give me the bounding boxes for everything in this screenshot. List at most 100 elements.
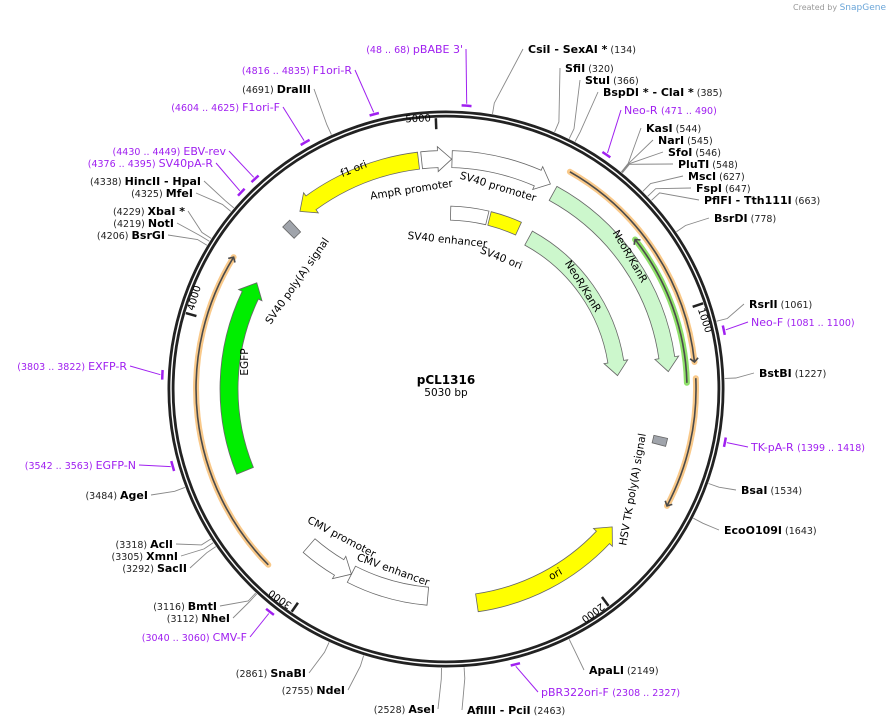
site-leader-line bbox=[568, 639, 585, 671]
site-leader-line bbox=[620, 127, 642, 173]
orf-arc bbox=[664, 375, 700, 509]
primer-mark bbox=[369, 111, 380, 117]
site-leader-line bbox=[574, 91, 599, 142]
feature-sv40-enhancer bbox=[449, 205, 490, 226]
primer-leader-line bbox=[354, 69, 375, 113]
feature-label-sv40-poly-a-signal: SV40 poly(A) signal bbox=[263, 236, 332, 327]
site-leader-line bbox=[203, 180, 235, 209]
tick-mark bbox=[290, 602, 299, 613]
site-kasi: KasI (544) bbox=[646, 122, 701, 135]
primer-pbabe-3: (48 .. 68) pBABE 3' bbox=[366, 43, 463, 56]
site-leader-line bbox=[187, 210, 212, 239]
orf-layer bbox=[193, 168, 700, 568]
feature-neor-kanr bbox=[524, 230, 629, 377]
site-leader-line bbox=[708, 483, 737, 491]
feature-sv40-poly-a-signal bbox=[282, 219, 302, 239]
site-leader-line bbox=[492, 48, 524, 114]
site-apali: ApaLI (2149) bbox=[589, 664, 659, 677]
site-sfii: SfiI (320) bbox=[565, 62, 614, 75]
primer-exfp-r: (3803 .. 3822) EXFP-R bbox=[17, 360, 127, 373]
feature-sv40-ori bbox=[487, 211, 522, 236]
site-leader-line bbox=[347, 655, 365, 691]
site-leader-line bbox=[554, 67, 561, 133]
orf-arrowhead-icon bbox=[228, 256, 236, 263]
primer-egfp-n: (3542 .. 3563) EGFP-N bbox=[25, 459, 136, 472]
feature-label-ori: ori bbox=[547, 566, 565, 583]
site-leader-line bbox=[180, 542, 214, 557]
site-acli: (3318) AclI bbox=[115, 538, 173, 551]
site-nari: NarI (545) bbox=[658, 134, 713, 147]
feature-ampr-promoter bbox=[420, 145, 453, 173]
site-sacii: (3292) SacII bbox=[122, 562, 187, 575]
feature-hsv-tk-poly-a-signal bbox=[651, 434, 669, 447]
tick-label: 5000 bbox=[405, 113, 431, 125]
site-noti: (4219) NotI bbox=[113, 217, 174, 230]
primer-mark bbox=[300, 138, 311, 147]
site-afliii-pcii: AflIII - PciI (2463) bbox=[467, 704, 565, 717]
site-bmti: (3116) BmtI bbox=[153, 600, 217, 613]
primer-leader-line bbox=[515, 665, 539, 693]
site-bstbi: BstBI (1227) bbox=[759, 367, 826, 380]
tick-mark bbox=[692, 302, 704, 308]
site-stui: StuI (366) bbox=[585, 74, 639, 87]
backbone-gap bbox=[170, 113, 722, 665]
label-layer: CsiI - SexAI * (134)SfiI (320)StuI (366)… bbox=[85, 43, 826, 717]
site-leader-line bbox=[167, 234, 208, 246]
feature-f1-ori bbox=[299, 151, 420, 214]
site-bsai: BsaI (1534) bbox=[741, 484, 802, 497]
site-agei: (3484) AgeI bbox=[85, 489, 148, 502]
site-pluti: PluTI (548) bbox=[678, 158, 738, 171]
primer-mark bbox=[722, 437, 728, 448]
site-pflfi-tth111i: PflFI - Tth111I (663) bbox=[704, 194, 820, 207]
orf-line bbox=[569, 171, 696, 363]
site-leader-line bbox=[219, 592, 257, 607]
site-leader-line bbox=[647, 187, 692, 197]
site-ecoo109i: EcoO109I (1643) bbox=[724, 524, 817, 537]
site-leader-line bbox=[716, 303, 745, 322]
snapgene-logo: SnapGene bbox=[839, 3, 886, 13]
site-leader-line bbox=[693, 517, 720, 531]
snapgene-credit: Created by SnapGene bbox=[793, 3, 886, 13]
site-leader-line bbox=[308, 642, 330, 674]
site-leader-line bbox=[232, 593, 258, 619]
tick-mark bbox=[185, 311, 197, 318]
primer-cmv-f: (3040 .. 3060) CMV-F bbox=[142, 631, 247, 644]
site-sfoi: SfoI (546) bbox=[668, 146, 721, 159]
site-leader-line bbox=[724, 372, 755, 379]
primer-ebv-rev: (4430 .. 4449) EBV-rev bbox=[113, 145, 227, 158]
site-rsrii: RsrII (1061) bbox=[749, 298, 812, 311]
site-leader-line bbox=[313, 88, 332, 135]
site-bspdi-clai: BspDI * - ClaI * (385) bbox=[603, 86, 722, 99]
feature-cmv-enhancer bbox=[346, 565, 430, 606]
primer-mark bbox=[601, 150, 612, 159]
primer-leader-line bbox=[282, 106, 305, 141]
orf-line bbox=[634, 239, 688, 383]
primer-mark bbox=[461, 104, 472, 108]
orf-line bbox=[666, 378, 697, 507]
site-leader-line bbox=[150, 486, 186, 496]
primer-leader-line bbox=[138, 464, 171, 468]
feature-label-hsv-tk-poly-a-signal: HSV TK poly(A) signal bbox=[617, 432, 649, 546]
primer-leader-line bbox=[725, 321, 749, 331]
primer-mark bbox=[237, 187, 246, 197]
primer-mark bbox=[510, 661, 521, 667]
primer-mark bbox=[170, 460, 176, 472]
feature-label-sv40-enhancer: SV40 enhancer bbox=[407, 230, 488, 250]
primer-leader-line bbox=[228, 150, 255, 178]
primer-leader-line bbox=[607, 109, 622, 154]
site-bsrdi: BsrDI (778) bbox=[714, 212, 776, 225]
tick-mark bbox=[600, 596, 610, 607]
site-xbai: (4229) XbaI * bbox=[113, 205, 185, 218]
plasmid-length: 5030 bp bbox=[424, 387, 468, 399]
site-asei: (2528) AseI bbox=[374, 703, 435, 716]
credit-prefix: Created by bbox=[793, 3, 838, 12]
site-bsrgi: (4206) BsrGI bbox=[97, 229, 165, 242]
site-leader-line bbox=[175, 538, 212, 546]
orf-arrowhead-icon bbox=[633, 238, 641, 245]
site-leader-line bbox=[642, 175, 684, 192]
primer-pbr322ori-f: pBR322ori-F (2308 .. 2327) bbox=[541, 686, 680, 699]
primer-leader-line bbox=[726, 442, 749, 448]
primer-f1ori-r: (4816 .. 4835) F1ori-R bbox=[242, 64, 352, 77]
feature-sv40-promoter bbox=[451, 150, 551, 191]
primer-layer: (48 .. 68) pBABE 3'Neo-R (471 .. 490)Neo… bbox=[17, 43, 865, 699]
